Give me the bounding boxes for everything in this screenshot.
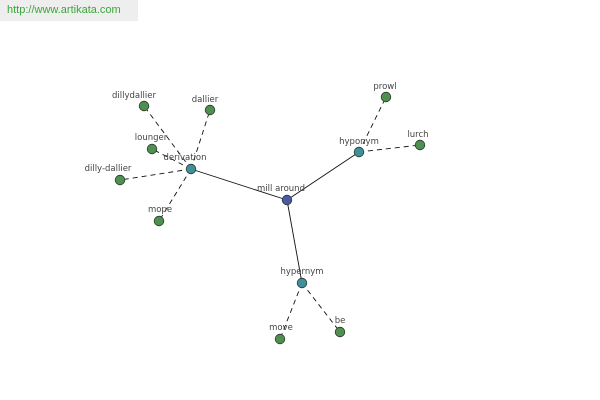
node-marker[interactable]	[353, 146, 365, 158]
node-marker[interactable]	[185, 163, 197, 175]
edge-derivation-lounger	[151, 148, 192, 170]
node-hyponym[interactable]: hyponym	[339, 137, 379, 158]
node-label: mope	[148, 205, 172, 215]
edge-derivation-mope	[158, 168, 192, 222]
node-be[interactable]: be	[334, 316, 346, 338]
node-label: lounger	[135, 133, 168, 143]
edge-hyponym-lurch	[358, 144, 421, 153]
node-move[interactable]: move	[269, 323, 293, 345]
node-label: dallier	[192, 95, 219, 105]
node-derivation[interactable]: derivation	[163, 153, 207, 175]
edge-derivation-dillydallier	[143, 105, 192, 170]
edge-hypernym-be	[301, 282, 341, 333]
node-marker[interactable]	[414, 139, 426, 151]
node-marker[interactable]	[380, 91, 392, 103]
edges-layer	[119, 96, 421, 340]
node-label: prowl	[373, 82, 396, 92]
node-lurch[interactable]: lurch	[407, 130, 429, 151]
node-label: lurch	[407, 130, 428, 140]
node-label: be	[335, 316, 346, 326]
edge-derivation-dilly-dallier	[119, 168, 192, 181]
node-marker[interactable]	[146, 143, 158, 155]
node-marker[interactable]	[334, 326, 346, 338]
node-label: hypernym	[280, 267, 323, 277]
node-root[interactable]: mill around	[257, 184, 305, 206]
node-marker[interactable]	[274, 333, 286, 345]
node-label: move	[269, 323, 293, 333]
node-prowl[interactable]: prowl	[373, 82, 397, 103]
edge-derivation-dallier	[190, 109, 211, 170]
edge-hypernym-move	[279, 282, 303, 340]
node-dilly-dallier[interactable]: dilly-dallier	[85, 164, 132, 186]
node-lounger[interactable]: lounger	[135, 133, 168, 155]
node-marker[interactable]	[138, 100, 150, 112]
node-dallier[interactable]: dallier	[192, 95, 219, 116]
watermark-banner: http://www.artikata.com	[0, 0, 138, 21]
edge-hyponym-prowl	[358, 96, 387, 153]
node-label: dilly-dallier	[85, 164, 132, 174]
watermark-url: http://www.artikata.com	[7, 4, 121, 16]
nodes-layer: mill around derivation hyponym hypernym dill…	[85, 82, 429, 345]
node-label: derivation	[163, 153, 206, 163]
node-hypernym[interactable]: hypernym	[280, 267, 324, 289]
edge-root-hypernym	[286, 199, 303, 284]
node-label: dillydallier	[112, 91, 156, 101]
node-marker[interactable]	[114, 174, 126, 186]
node-marker[interactable]	[153, 215, 165, 227]
node-dillydallier[interactable]: dillydallier	[112, 91, 156, 112]
edge-root-derivation	[190, 168, 288, 201]
node-label: hyponym	[339, 137, 379, 147]
edge-root-hyponym	[286, 151, 360, 201]
node-marker[interactable]	[281, 194, 293, 206]
node-marker[interactable]	[296, 277, 308, 289]
node-marker[interactable]	[204, 104, 216, 116]
node-mope[interactable]: mope	[148, 205, 172, 227]
node-label: mill around	[257, 184, 305, 194]
